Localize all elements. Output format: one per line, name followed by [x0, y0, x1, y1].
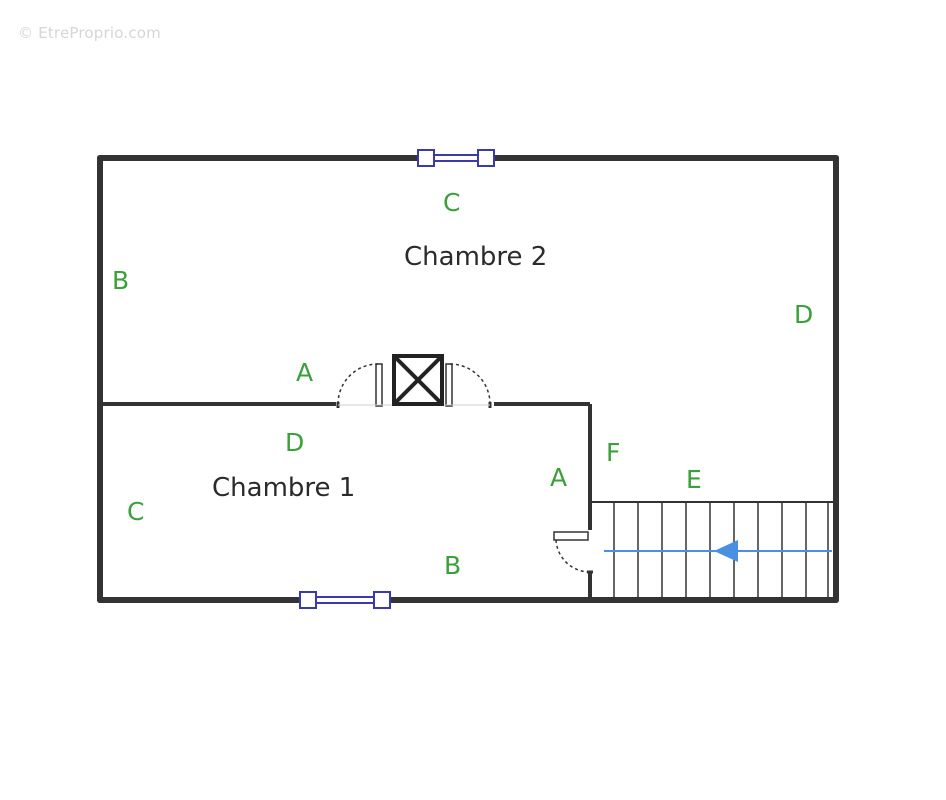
wall-label-c2-top: C: [443, 188, 460, 217]
window-bottom: [299, 591, 391, 609]
wall-label-stair-top: E: [686, 465, 702, 494]
door-stairs: [553, 531, 593, 574]
wall-label-c1-right: A: [550, 463, 567, 492]
stair-arrow-icon: [604, 540, 832, 562]
wall-label-c2-bottom: A: [296, 358, 313, 387]
wall-label-stair-side: F: [606, 438, 620, 467]
watermark: © EtreProprio.com: [18, 24, 161, 42]
wall-label-c1-left: C: [127, 497, 144, 526]
room-label-chambre-1: Chambre 1: [212, 473, 355, 503]
wall-label-c2-right: D: [794, 300, 813, 329]
door-left: [336, 363, 383, 408]
duct-box: [392, 354, 444, 406]
wall-label-c1-top: D: [285, 428, 304, 457]
door-right: [445, 363, 492, 408]
interior-walls: [100, 402, 836, 600]
wall-label-c2-left: B: [112, 266, 129, 295]
wall-label-c1-bottom: B: [444, 551, 461, 580]
room-label-chambre-2: Chambre 2: [404, 242, 547, 272]
outer-walls: [97, 155, 839, 603]
window-top: [417, 149, 495, 167]
